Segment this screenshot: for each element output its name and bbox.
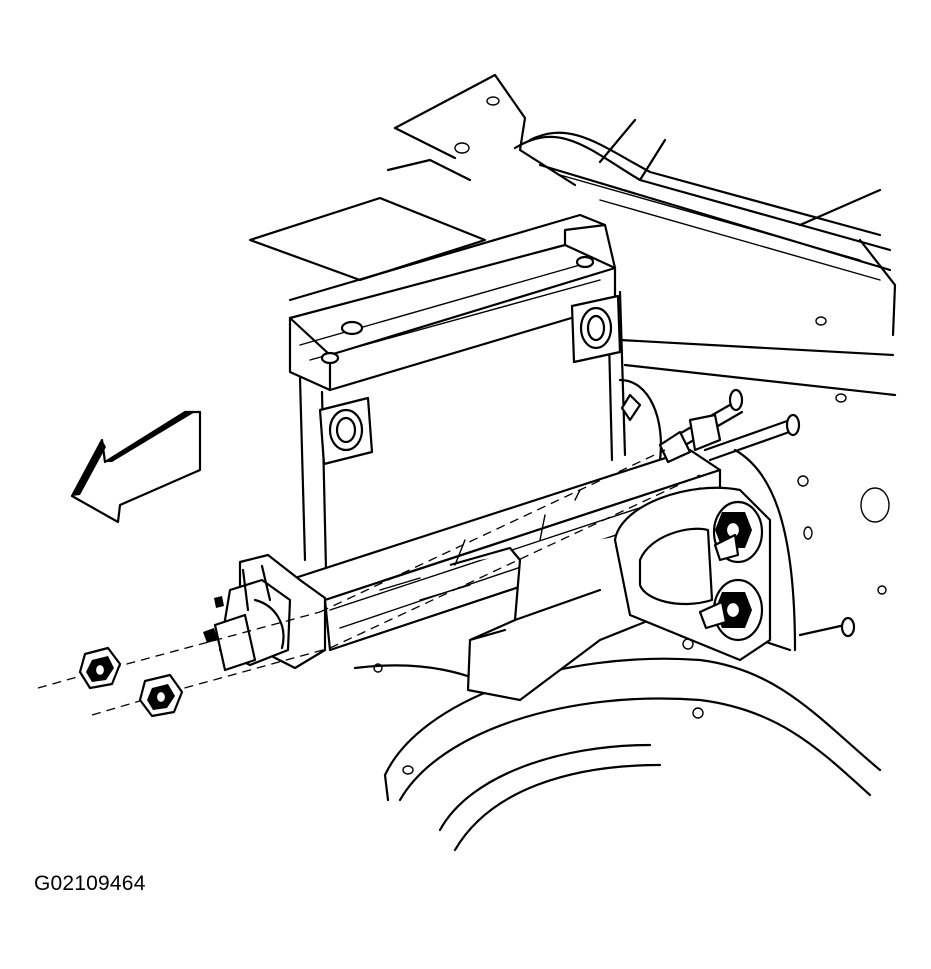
mounting-bracket	[613, 486, 772, 662]
actuator-assembly	[203, 553, 327, 672]
figure-id-label: G02109464	[34, 872, 146, 895]
hex-nut-upper	[78, 646, 122, 690]
left-top-plate	[248, 196, 607, 302]
arrow-left-icon	[70, 410, 202, 524]
housing-box	[288, 223, 627, 572]
long-bolts	[658, 388, 856, 638]
hex-nut-lower	[138, 673, 184, 718]
upper-body-panel	[386, 73, 897, 337]
wheel-well-outline	[353, 657, 882, 852]
